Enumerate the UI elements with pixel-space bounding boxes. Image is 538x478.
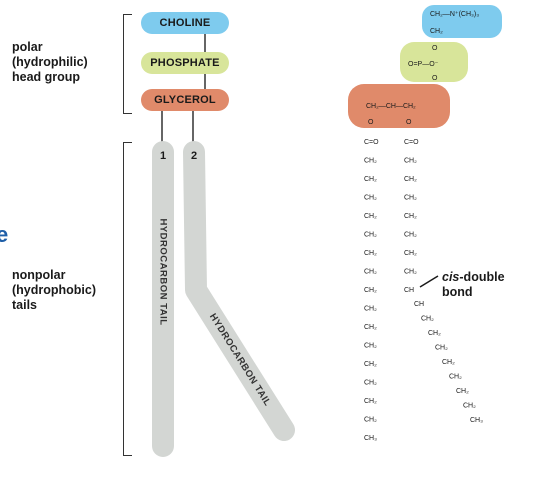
chain-1-ch2: CH₂: [364, 306, 377, 313]
choline-blob: [422, 5, 502, 38]
double-word: -double: [459, 270, 505, 284]
chain-2-ch: CH: [414, 301, 424, 308]
ester-o-1: O: [368, 119, 374, 126]
chain-2-ch2: CH₂: [456, 388, 469, 395]
chain-2-ch2: CH₂: [404, 213, 417, 220]
chain-1-ch2: CH₂: [364, 232, 377, 239]
chain-1: C=O CH₂ CH₂ CH₂ CH₂ CH₂ CH₂ CH₂ CH₂ CH₂ CH₂ CH₂ CH₂ C…: [364, 139, 379, 442]
phosphate-pill: PHOSPHATE: [141, 52, 229, 74]
tail-1-shape: [152, 141, 174, 457]
chain-2-carbonyl: C=O: [404, 139, 419, 146]
chain-2-ch2: CH₂: [404, 269, 417, 276]
bond-word: bond: [442, 285, 473, 299]
glycerol-pill: GLYCEROL: [141, 89, 229, 111]
chain-2-ch2: CH₂: [435, 345, 448, 352]
glycerol-row: CH₂—CH—CH₂: [366, 103, 416, 110]
chain-2-ch2: CH₂: [404, 195, 417, 202]
tail-2-number: 2: [191, 150, 198, 162]
tail-1-number: 1: [160, 150, 167, 162]
chain-2-ch3: CH₃: [470, 417, 483, 424]
chain-1-ch2: CH₂: [364, 343, 377, 350]
chain-1-ch2: CH₂: [364, 176, 377, 183]
choline-ch2: CH₂: [430, 28, 443, 35]
chain-1-ch2: CH₂: [364, 195, 377, 202]
phosphate-o-bottom: O: [432, 75, 438, 82]
phosphate-blob: [400, 42, 468, 82]
chain-1-ch2: CH₂: [364, 158, 377, 165]
chain-2-ch2: CH₂: [404, 158, 417, 165]
chain-1-ch2: CH₂: [364, 417, 377, 424]
phosphate-o-top: O: [432, 45, 438, 52]
chain-1-ch2: CH₂: [364, 398, 377, 405]
tail-2-shape: [183, 141, 295, 441]
chain-1-ch2: CH₂: [364, 324, 377, 331]
chain-1-ch2: CH₂: [364, 380, 377, 387]
chain-2-ch2: CH₂: [442, 359, 455, 366]
head-group-bracket: [123, 14, 132, 114]
chain-2-ch2: CH₂: [404, 250, 417, 257]
chain-2-ch2: CH₂: [404, 176, 417, 183]
chain-2-ch2: CH₂: [428, 330, 441, 337]
chain-2-ch2: CH₂: [421, 316, 434, 323]
tails-label: nonpolar (hydrophobic) tails: [12, 268, 97, 312]
chain-1-ch2: CH₂: [364, 213, 377, 220]
phosphate-row: O=P—O⁻: [408, 61, 439, 68]
cis-word: cis: [442, 270, 460, 284]
chain-2-ch: CH: [404, 287, 414, 294]
ester-o-2: O: [406, 119, 412, 126]
chain-1-ch2: CH₂: [364, 361, 377, 368]
chain-1-ch3: CH₃: [364, 435, 377, 442]
chain-2-ch2: CH₂: [463, 403, 476, 410]
cropped-edge-letter: e: [0, 222, 9, 247]
chain-1-ch2: CH₂: [364, 250, 377, 257]
chain-1-carbonyl: C=O: [364, 139, 379, 146]
chain-2-ch2: CH₂: [404, 232, 417, 239]
chain-2-ch2: CH₂: [449, 374, 462, 381]
tails-bracket: [123, 142, 132, 456]
choline-formula: CH₂—N⁺(CH₃)₃: [430, 11, 479, 18]
cis-double-bond-label: cis-double bond: [442, 270, 505, 300]
glycerol-blob: [348, 84, 450, 128]
choline-pill: CHOLINE: [141, 12, 229, 34]
chain-1-ch2: CH₂: [364, 287, 377, 294]
head-group-label: polar (hydrophilic) head group: [12, 40, 88, 84]
chain-1-ch2: CH₂: [364, 269, 377, 276]
